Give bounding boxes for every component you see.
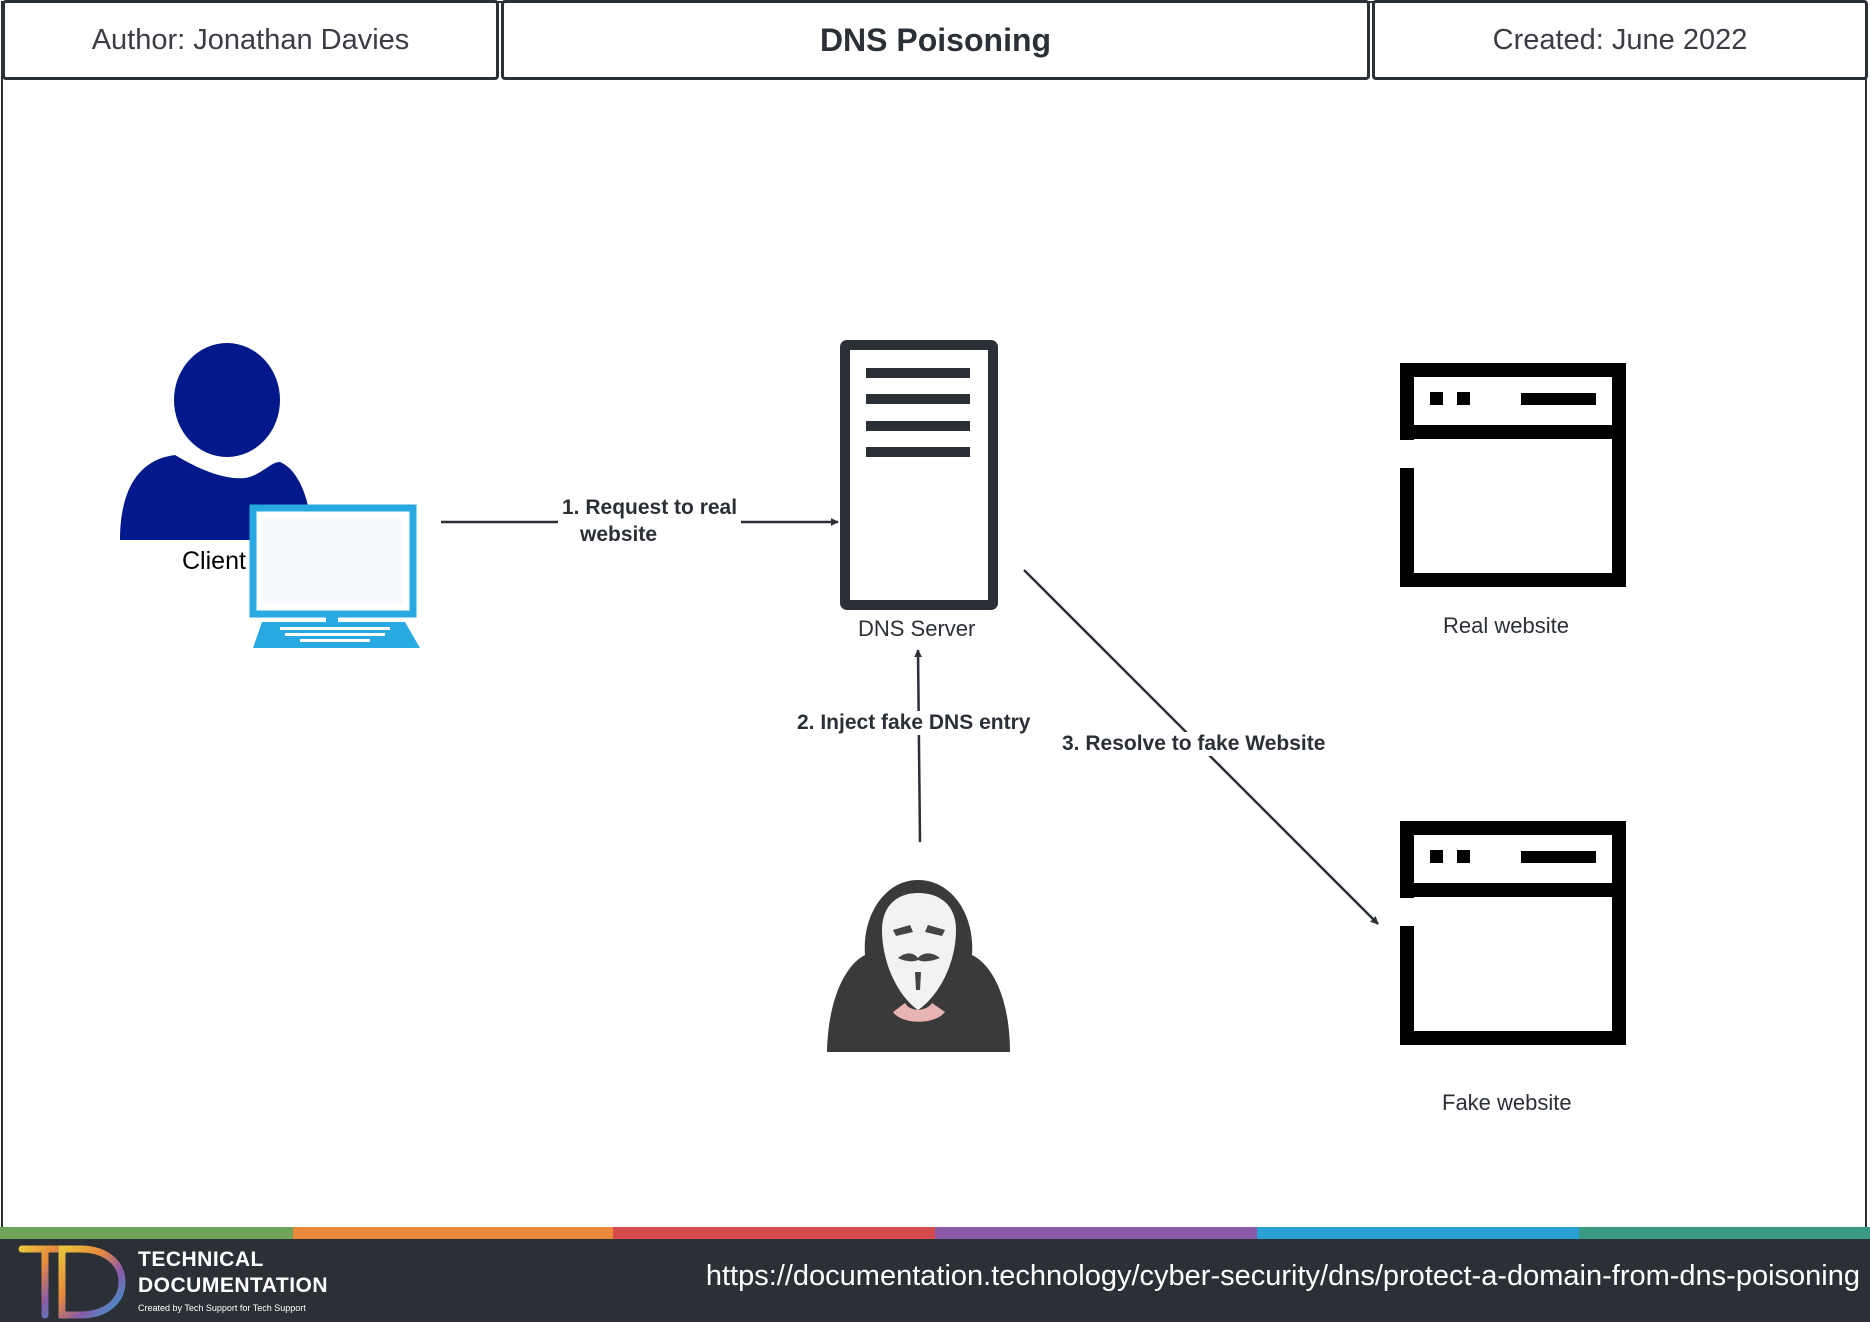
- stripe-orange: [293, 1227, 613, 1239]
- td-logo-icon: [18, 1245, 126, 1319]
- edge-label-resolve: 3. Resolve to fake Website: [1060, 732, 1328, 756]
- dns-server-label: DNS Server: [858, 616, 976, 642]
- real-website-label: Real website: [1443, 613, 1569, 639]
- stripe-purple: [935, 1227, 1257, 1239]
- fake-website-icon: [1400, 821, 1626, 1045]
- fake-website-label: Fake website: [1442, 1090, 1572, 1116]
- edge-label-request: 1. Request to real website: [558, 494, 742, 548]
- title-box: DNS Poisoning: [501, 0, 1370, 80]
- edge-label-request-line1: 1. Request to real: [562, 496, 738, 519]
- stripe-red: [613, 1227, 935, 1239]
- footer-url-link[interactable]: https://documentation.technology/cyber-s…: [705, 1260, 1860, 1292]
- author-text: Author: Jonathan Davies: [91, 23, 410, 56]
- stripe-teal: [1579, 1227, 1870, 1239]
- created-text: Created: June 2022: [1492, 23, 1748, 56]
- laptop-icon: [249, 504, 420, 648]
- brand-line1: TECHNICAL: [138, 1248, 264, 1271]
- page-title: DNS Poisoning: [819, 21, 1052, 58]
- client-label: Client: [182, 547, 246, 575]
- brand-line2: DOCUMENTATION: [138, 1274, 329, 1297]
- stripe-green: [0, 1227, 293, 1239]
- created-box: Created: June 2022: [1372, 0, 1868, 80]
- author-box: Author: Jonathan Davies: [2, 0, 499, 80]
- edge-label-inject: 2. Inject fake DNS entry: [795, 711, 1033, 735]
- dns-server-icon: [840, 340, 998, 610]
- footer: TECHNICAL DOCUMENTATION Created by Tech …: [0, 1227, 1870, 1322]
- real-website-icon: [1400, 363, 1626, 587]
- brand-name: TECHNICAL DOCUMENTATION: [138, 1247, 328, 1299]
- stripe-blue: [1257, 1227, 1579, 1239]
- footer-color-stripes: [0, 1227, 1870, 1239]
- edge-label-request-line2: website: [580, 523, 658, 546]
- hacker-icon: [827, 880, 1010, 1052]
- brand-tagline: Created by Tech Support for Tech Support: [138, 1303, 306, 1313]
- client-icon: [120, 343, 420, 648]
- edge-inject: [914, 649, 923, 843]
